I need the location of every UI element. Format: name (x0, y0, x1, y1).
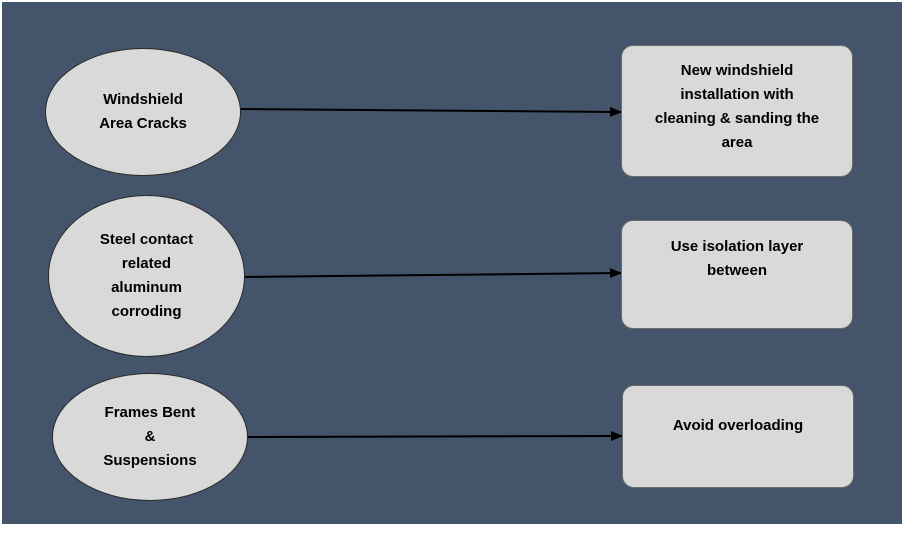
arrow-3 (245, 431, 623, 442)
cause-frames-bent: Frames Bent & Suspensions (52, 373, 248, 501)
solution-isolation-layer: Use isolation layer between (621, 220, 853, 329)
cause-windshield-cracks: Windshield Area Cracks (45, 48, 241, 176)
solution-avoid-overloading: Avoid overloading (622, 385, 854, 488)
arrow-1 (239, 106, 622, 117)
cause-aluminum-corroding: Steel contact related aluminum corroding (48, 195, 245, 357)
arrow-2 (243, 268, 622, 279)
solution-new-windshield: New windshield installation with cleanin… (621, 45, 853, 177)
